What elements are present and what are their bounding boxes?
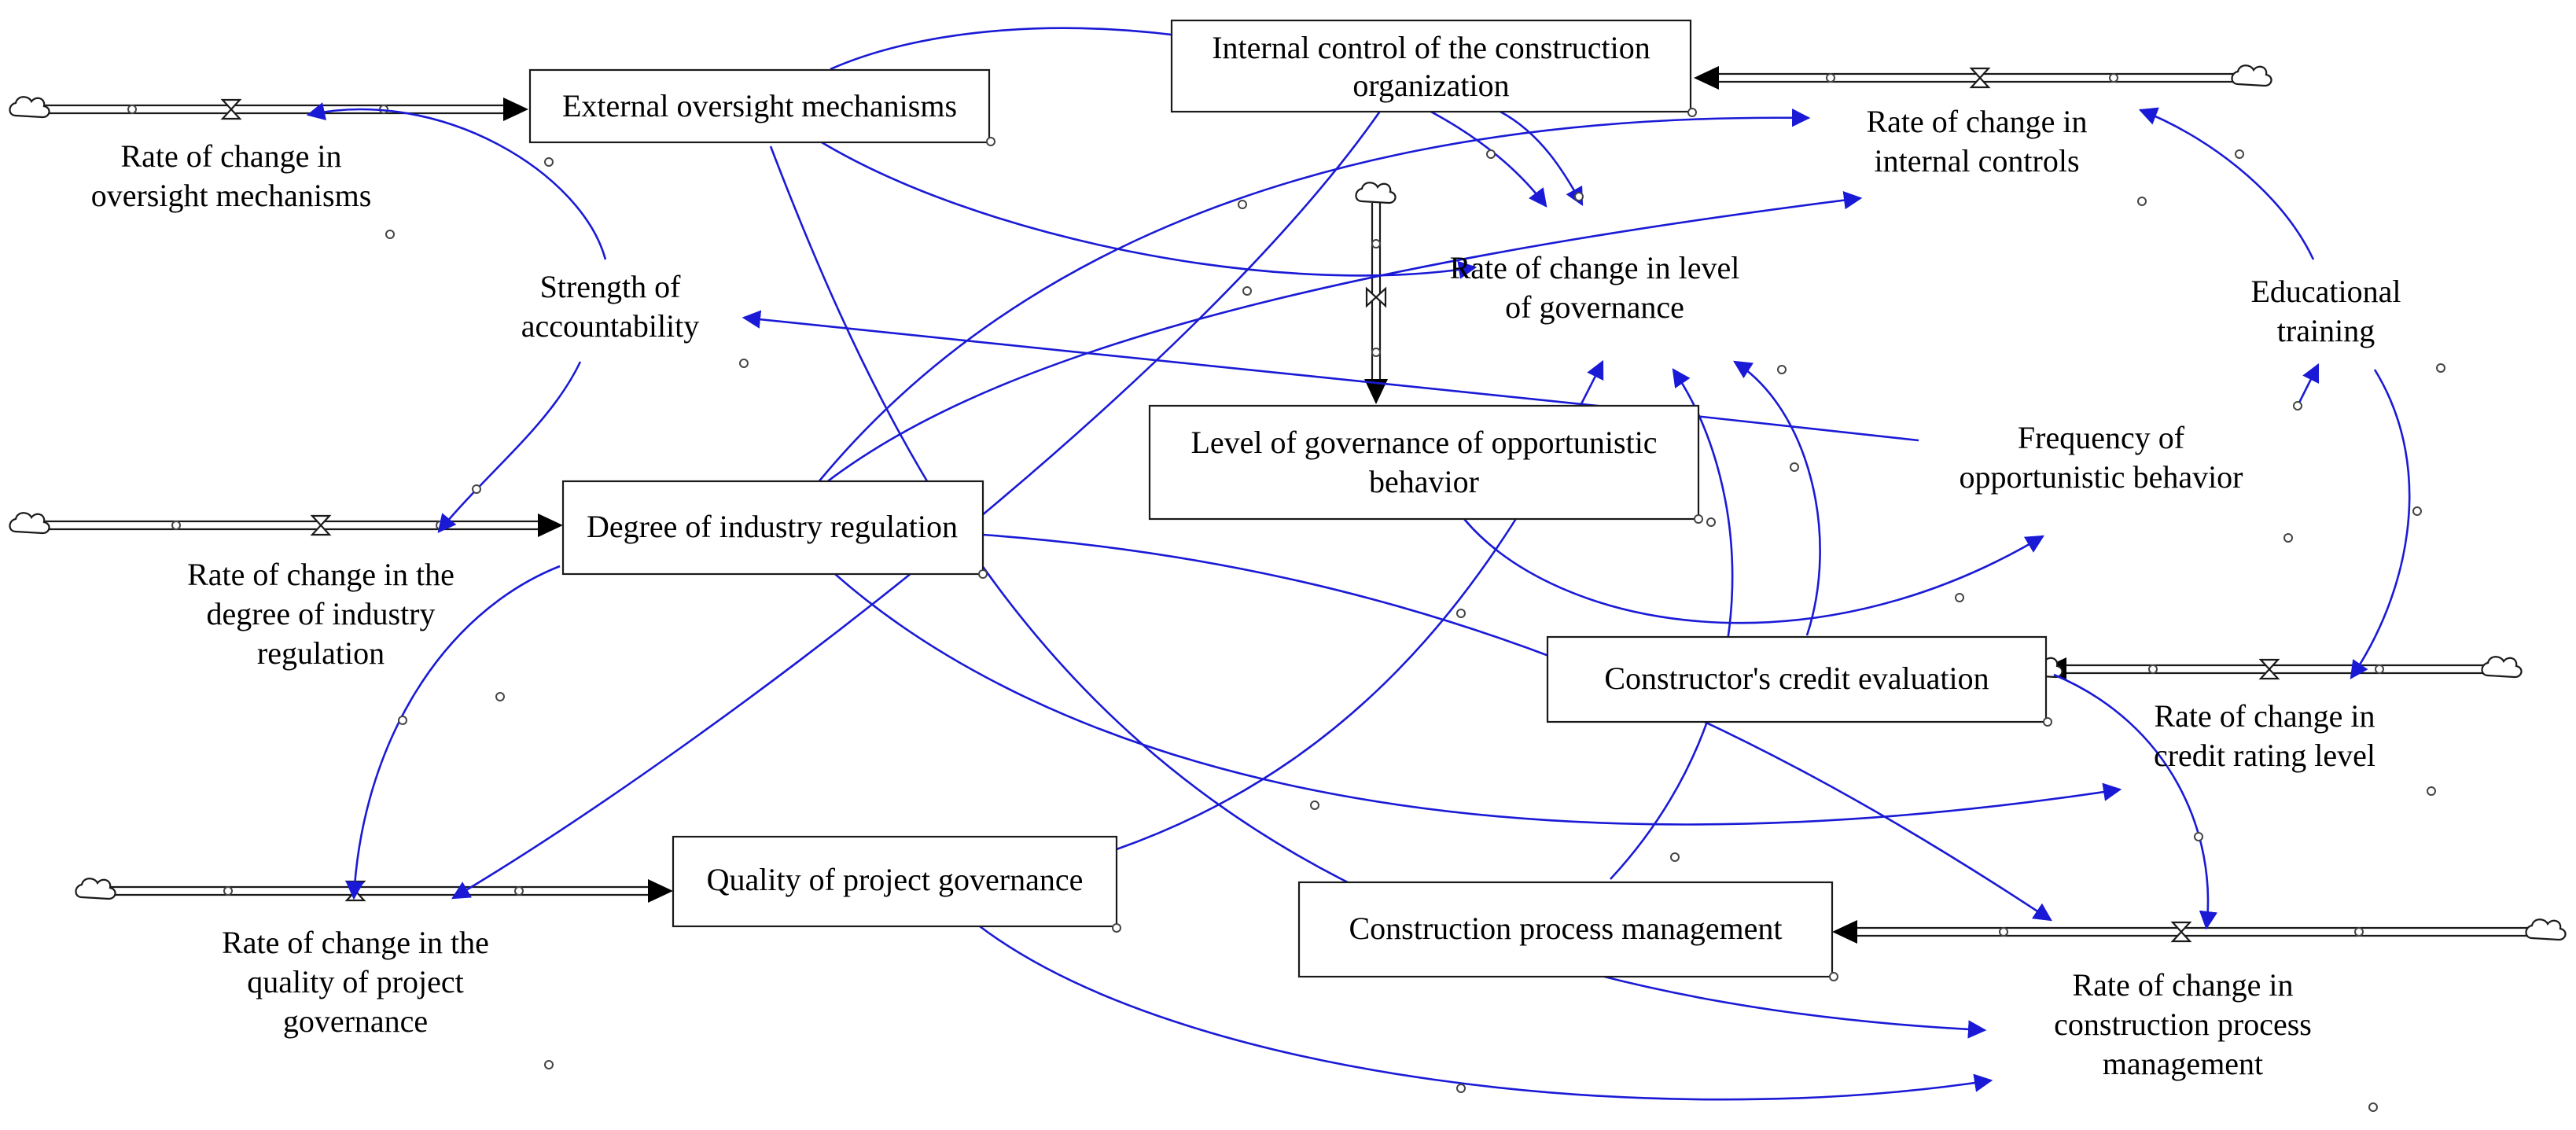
- rate-oversight-mechanisms: Rate of change in oversight mechanisms: [91, 138, 395, 239]
- cloud-icon: [2525, 918, 2567, 941]
- stock-label: External oversight mechanisms: [562, 88, 957, 123]
- stock-process-management: Construction process management: [1297, 881, 1838, 981]
- flow-pipe-oversight: [38, 98, 528, 121]
- rate-internal-controls: Rate of change in internal controls: [1867, 104, 2147, 206]
- cloud-icon: [2231, 64, 2272, 87]
- aux-label: accountability: [521, 308, 700, 344]
- auxiliary-variables: Strength of accountability Educational t…: [521, 269, 2445, 543]
- rate-label: quality of project: [247, 964, 463, 999]
- aux-label: Educational: [2250, 274, 2401, 309]
- valve-icon: [1365, 286, 1387, 308]
- flow-pipe-project-governance: [106, 879, 673, 903]
- stock-project-governance: Quality of project governance: [672, 835, 1121, 933]
- link-arrow: [817, 138, 1478, 279]
- stock-label: Quality of project governance: [707, 862, 1084, 897]
- cloud-icon: [75, 878, 116, 900]
- stocks: External oversight mechanisms Internal c…: [528, 19, 2052, 981]
- rate-label: oversight mechanisms: [91, 178, 372, 213]
- rate-label: internal controls: [1874, 143, 2079, 179]
- rate-credit-rating: Rate of change in credit rating level: [2154, 698, 2436, 796]
- link-arrow: [825, 190, 1863, 484]
- aux-label: opportunistic behavior: [1959, 459, 2243, 495]
- rate-level-of-governance: Rate of change in level of governance: [1450, 250, 1787, 374]
- valve-icon: [1969, 67, 1991, 89]
- link-arrow: [982, 533, 2052, 922]
- stock-internal-control: Internal control of the construction org…: [1170, 19, 1697, 117]
- stock-label: Level of governance of opportunistic: [1190, 425, 1657, 460]
- rate-process-management: Rate of change in construction process m…: [2054, 967, 2378, 1112]
- link-arrow: [1463, 518, 2045, 624]
- aux-opportunistic-frequency: Frequency of opportunistic behavior: [1959, 420, 2293, 543]
- link-arrow: [345, 565, 561, 900]
- rate-label: Rate of change in: [2155, 698, 2375, 734]
- stock-level-of-governance: Level of governance of opportunistic beh…: [1148, 404, 1703, 524]
- cloud-icon: [9, 96, 50, 119]
- rate-label: construction process: [2054, 1007, 2312, 1042]
- rate-label: credit rating level: [2154, 738, 2375, 773]
- link-arrow: [306, 102, 607, 260]
- rate-label: Rate of change in the: [187, 557, 454, 592]
- stock-external-oversight: External oversight mechanisms: [528, 68, 995, 146]
- cloud-icon: [2481, 656, 2523, 679]
- stock-label: behavior: [1369, 464, 1479, 499]
- cloud-icon: [9, 512, 50, 535]
- link-arrow: [437, 361, 582, 533]
- link-arrow: [816, 109, 1811, 484]
- stock-label: Degree of industry regulation: [587, 509, 958, 544]
- link-arrow: [1733, 360, 1821, 636]
- rate-label: Rate of change in: [1867, 104, 2088, 139]
- link-arrow: [2053, 673, 2218, 930]
- rate-label: degree of industry: [206, 596, 435, 631]
- stock-label: organization: [1352, 68, 1509, 103]
- rate-label: regulation: [257, 635, 385, 671]
- aux-accountability: Strength of accountability: [521, 269, 749, 368]
- cloud-icon: [1355, 182, 1397, 204]
- rate-label: governance: [283, 1003, 428, 1039]
- aux-label: Strength of: [540, 269, 682, 304]
- flow-pipe-process: [1832, 920, 2540, 944]
- flow-pipe-internal-control: [1694, 66, 2233, 90]
- link-arrow: [742, 310, 1919, 442]
- rate-label: of governance: [1505, 289, 1684, 325]
- link-arrow: [1500, 110, 1584, 207]
- stock-label: Construction process management: [1349, 911, 1783, 946]
- link-arrow: [834, 573, 2122, 826]
- rate-label: Rate of change in level: [1450, 250, 1740, 285]
- aux-label: training: [2277, 313, 2375, 348]
- rate-label: Rate of change in the: [222, 925, 489, 960]
- rate-labels: Rate of change in oversight mechanisms R…: [91, 104, 2436, 1112]
- stock-industry-regulation: Degree of industry regulation: [561, 480, 988, 579]
- rate-industry-regulation: Rate of change in the degree of industry…: [187, 557, 505, 701]
- link-arrow: [979, 925, 1993, 1101]
- stock-label: Internal control of the construction: [1212, 30, 1650, 65]
- stock-credit-evaluation: Constructor's credit evaluation: [1546, 635, 2052, 727]
- stock-label: Constructor's credit evaluation: [1604, 661, 1989, 696]
- aux-educational-training: Educational training: [2250, 274, 2445, 373]
- link-arrow: [769, 145, 1987, 1039]
- rate-label: management: [2103, 1046, 2263, 1081]
- link-arrow: [2350, 369, 2411, 679]
- rate-label: Rate of change in: [2073, 967, 2294, 1003]
- valve-icon: [310, 514, 332, 536]
- link-arrow: [1610, 368, 1734, 880]
- rate-label: Rate of change in: [121, 138, 342, 174]
- valve-icon: [2258, 658, 2280, 680]
- valve-icon: [2170, 921, 2192, 943]
- aux-label: Frequency of: [2018, 420, 2185, 455]
- rate-project-governance: Rate of change in the quality of project…: [222, 925, 554, 1069]
- flow-pipe-regulation: [38, 513, 563, 537]
- link-arrow: [2138, 107, 2315, 260]
- valve-icon: [220, 98, 242, 120]
